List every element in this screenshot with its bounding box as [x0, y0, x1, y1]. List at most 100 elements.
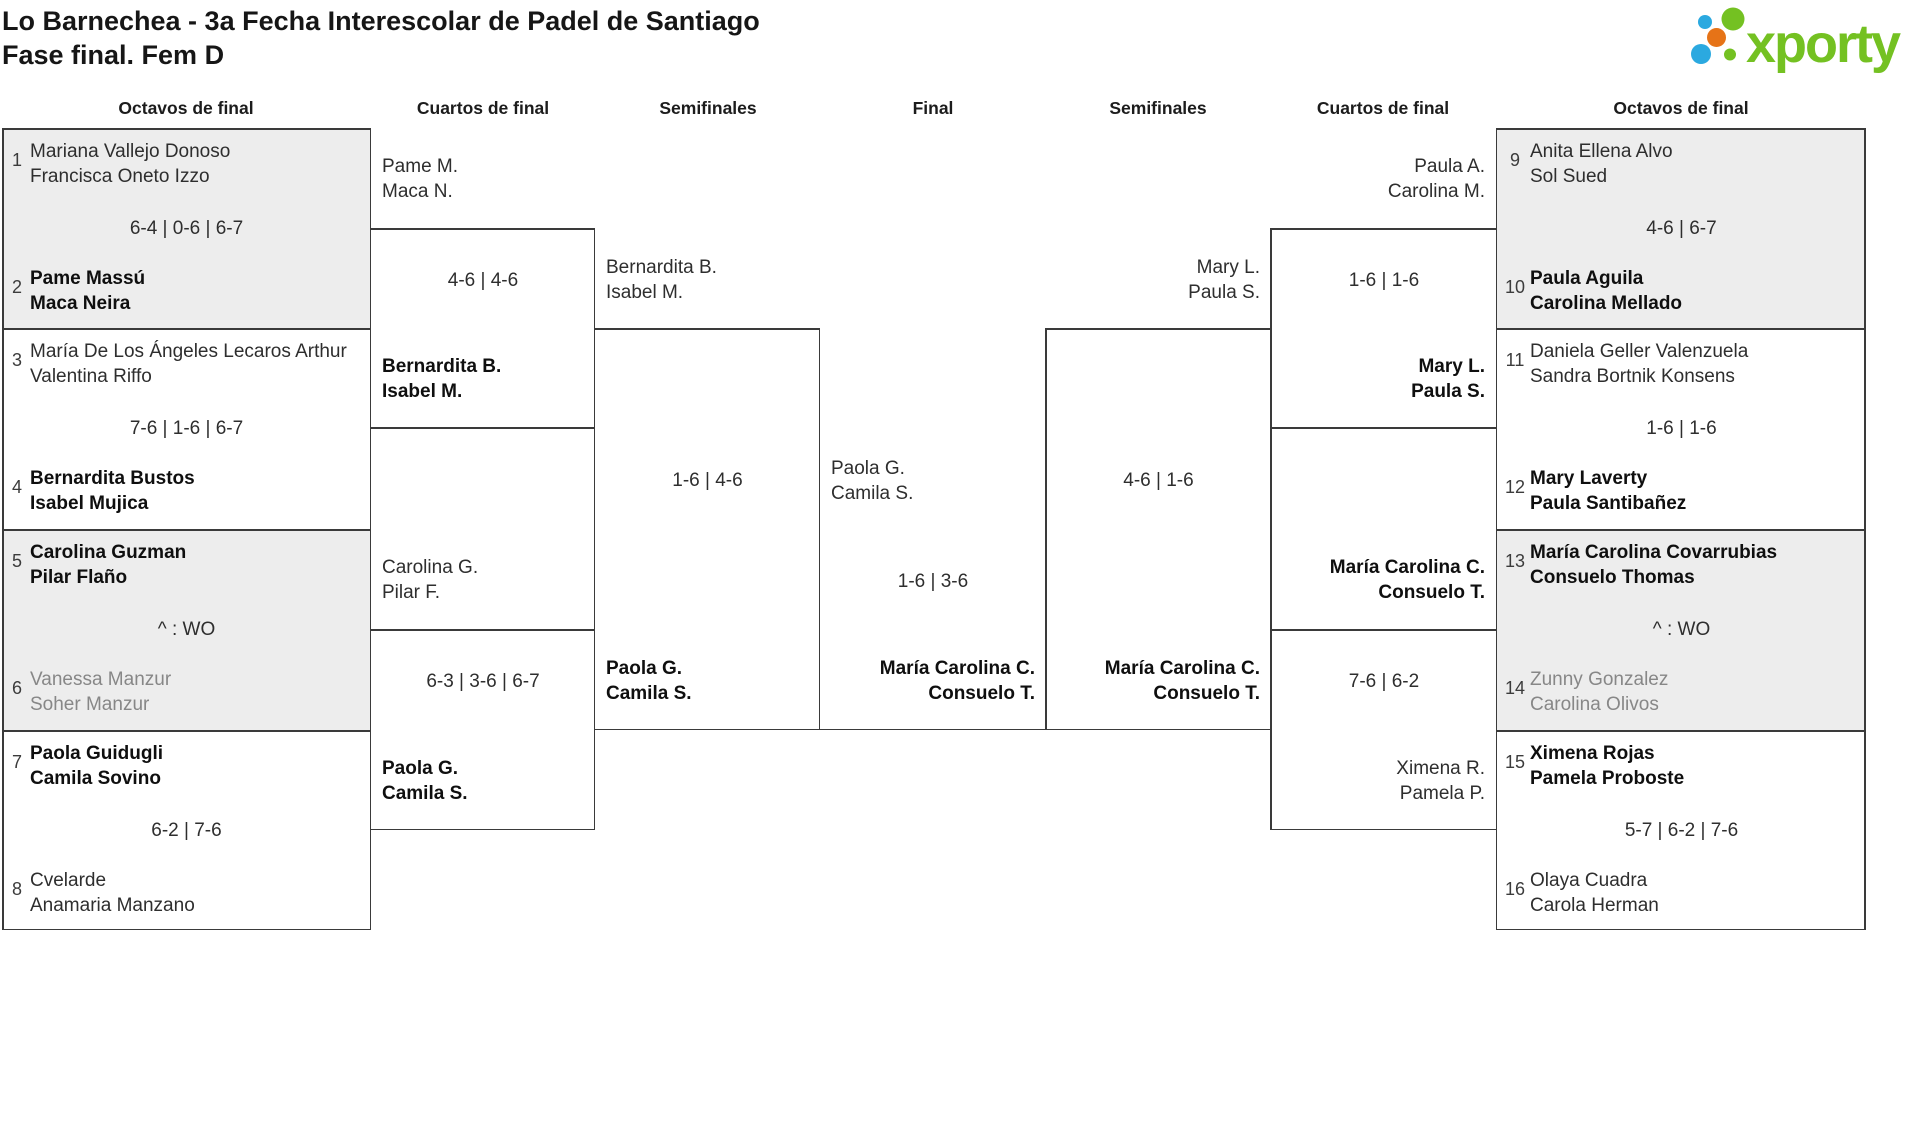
player-name: Pame M.	[382, 156, 459, 177]
player-name: Francisca Oneto Izzo	[30, 165, 210, 187]
player-name: Daniela Geller Valenzuela	[1530, 341, 1749, 362]
player-name: Isabel Mujica	[30, 492, 149, 514]
logo-dot-green-large	[1721, 7, 1745, 31]
player-name: Maca N.	[382, 180, 453, 202]
player-name: Bernardita B.	[606, 257, 717, 278]
player-name: Anita Ellena Alvo	[1530, 141, 1673, 162]
qf-left1-score: 4-6 | 4-6	[447, 270, 519, 291]
player-name: Valentina Riffo	[30, 365, 152, 387]
match3-team-bottom-walkover: Vanessa Manzur Soher Manzur	[30, 668, 171, 717]
player-name: Paola G.	[606, 658, 683, 679]
player-name: Mary L.	[1196, 257, 1260, 278]
bracket-line-horizontal	[1046, 728, 1271, 730]
bracket-line-horizontal	[595, 328, 820, 330]
match-shading	[1497, 128, 1866, 328]
match-shading	[1497, 529, 1866, 730]
round-header-octavos-left: Octavos de final	[118, 98, 254, 118]
match3-team-top-winner: Carolina Guzman Pilar Flaño	[30, 541, 186, 590]
player-name: Isabel M.	[382, 380, 463, 402]
sf-right-team-bottom-winner: María Carolina C. Consuelo T.	[1105, 657, 1260, 706]
seed-number-15: 15	[1504, 752, 1526, 772]
bracket-line-horizontal	[1497, 529, 1866, 531]
player-name: Bernardita Bustos	[30, 468, 195, 489]
player-name: Mary L.	[1418, 356, 1485, 377]
player-name: María Carolina Covarrubias	[1530, 542, 1778, 563]
seed-number-14: 14	[1504, 678, 1526, 698]
round-header-semis-left: Semifinales	[659, 98, 757, 118]
match7-team-bottom-walkover: Zunny Gonzalez Carolina Olivos	[1530, 668, 1668, 717]
player-name: María Carolina C.	[879, 658, 1035, 679]
sf-right-team-top: Mary L. Paula S.	[1188, 256, 1260, 305]
match8-score: 5-7 | 6-2 | 7-6	[1624, 820, 1739, 841]
player-name: Maca Neira	[30, 292, 131, 314]
bracket-line-horizontal	[371, 828, 595, 830]
player-name: Camila S.	[382, 782, 468, 804]
bracket-line-horizontal	[371, 629, 595, 631]
seed-number-4: 4	[11, 477, 22, 497]
match1-score: 6-4 | 0-6 | 6-7	[129, 218, 244, 239]
player-name: Carolina M.	[1387, 180, 1485, 202]
player-name: Consuelo Thomas	[1530, 566, 1695, 588]
player-name: Consuelo T.	[1378, 581, 1485, 603]
logo-dot-blue-small	[1698, 15, 1712, 29]
player-name: Olaya Cuadra	[1530, 870, 1648, 891]
seed-number-8: 8	[11, 879, 22, 899]
qf-right2-score: 7-6 | 6-2	[1348, 671, 1420, 692]
player-name: Sandra Bortnik Konsens	[1530, 365, 1735, 387]
player-name: Cvelarde	[30, 870, 107, 891]
bracket-line-horizontal	[820, 728, 1046, 730]
match8-team-top-winner: Ximena Rojas Pamela Proboste	[1530, 742, 1684, 791]
player-name: Isabel M.	[606, 281, 684, 303]
final-team-right-champion: María Carolina C. Consuelo T.	[880, 657, 1035, 706]
bracket-line-horizontal	[2, 328, 371, 330]
player-name: Zunny Gonzalez	[1530, 669, 1669, 690]
match4-team-top-winner: Paola Guidugli Camila Sovino	[30, 742, 163, 791]
logo-dot-blue-large	[1691, 44, 1711, 64]
seed-number-13: 13	[1504, 551, 1526, 571]
player-name: Ximena R.	[1396, 758, 1485, 779]
bracket-line-horizontal	[1271, 427, 1497, 429]
logo-dot-orange	[1707, 28, 1726, 47]
match7-score-walkover: ^ : WO	[1652, 619, 1711, 640]
round-header-final: Final	[912, 98, 954, 118]
player-name: Carolina Guzman	[30, 542, 187, 563]
player-name: Sol Sued	[1530, 165, 1608, 187]
xporty-logo-graphic: xporty	[1691, 7, 1903, 74]
round-header-semis-right: Semifinales	[1109, 98, 1207, 118]
seed-number-10: 10	[1504, 277, 1526, 297]
player-name: Pamela P.	[1399, 782, 1485, 804]
player-name: Paula A.	[1414, 156, 1485, 177]
bracket-line-horizontal	[1046, 328, 1271, 330]
bracket-line-horizontal	[371, 228, 595, 230]
match5-team-bottom-winner: Paula Aguila Carolina Mellado	[1530, 267, 1682, 316]
seed-number-1: 1	[11, 150, 22, 170]
bracket-line-horizontal	[1271, 629, 1497, 631]
seed-number-7: 7	[11, 752, 22, 772]
player-name: Carola Herman	[1530, 894, 1659, 916]
seed-number-12: 12	[1504, 477, 1526, 497]
player-name: Carolina Mellado	[1530, 292, 1683, 314]
logo-wordmark: xporty	[1746, 14, 1901, 74]
match-shading	[2, 529, 371, 730]
sf-right-score: 4-6 | 1-6	[1123, 470, 1194, 491]
match2-score: 7-6 | 1-6 | 6-7	[129, 418, 244, 439]
bracket-line-horizontal	[1271, 228, 1497, 230]
seed-number-6: 6	[11, 678, 22, 698]
bracket-line-horizontal	[2, 529, 371, 531]
player-name: Carolina G.	[382, 557, 479, 578]
final-team-left: Paola G. Camila S.	[831, 457, 913, 506]
player-name: Paola G.	[382, 758, 459, 779]
match6-team-top: Daniela Geller Valenzuela Sandra Bortnik…	[1530, 340, 1748, 389]
bracket-line-vertical	[1045, 328, 1047, 730]
player-name: Mary Laverty	[1530, 468, 1648, 489]
player-name: Consuelo T.	[1153, 682, 1260, 704]
player-name: Camila Sovino	[30, 767, 161, 789]
seed-number-5: 5	[11, 551, 22, 571]
player-name: Mariana Vallejo Donoso	[30, 141, 231, 162]
player-name: María Carolina C.	[1329, 557, 1485, 578]
match6-team-bottom-winner: Mary Laverty Paula Santibañez	[1530, 467, 1686, 516]
player-name: Ximena Rojas	[1530, 743, 1655, 764]
bracket-line-vertical	[1495, 128, 1497, 930]
round-header-cuartos-right: Cuartos de final	[1316, 98, 1450, 118]
